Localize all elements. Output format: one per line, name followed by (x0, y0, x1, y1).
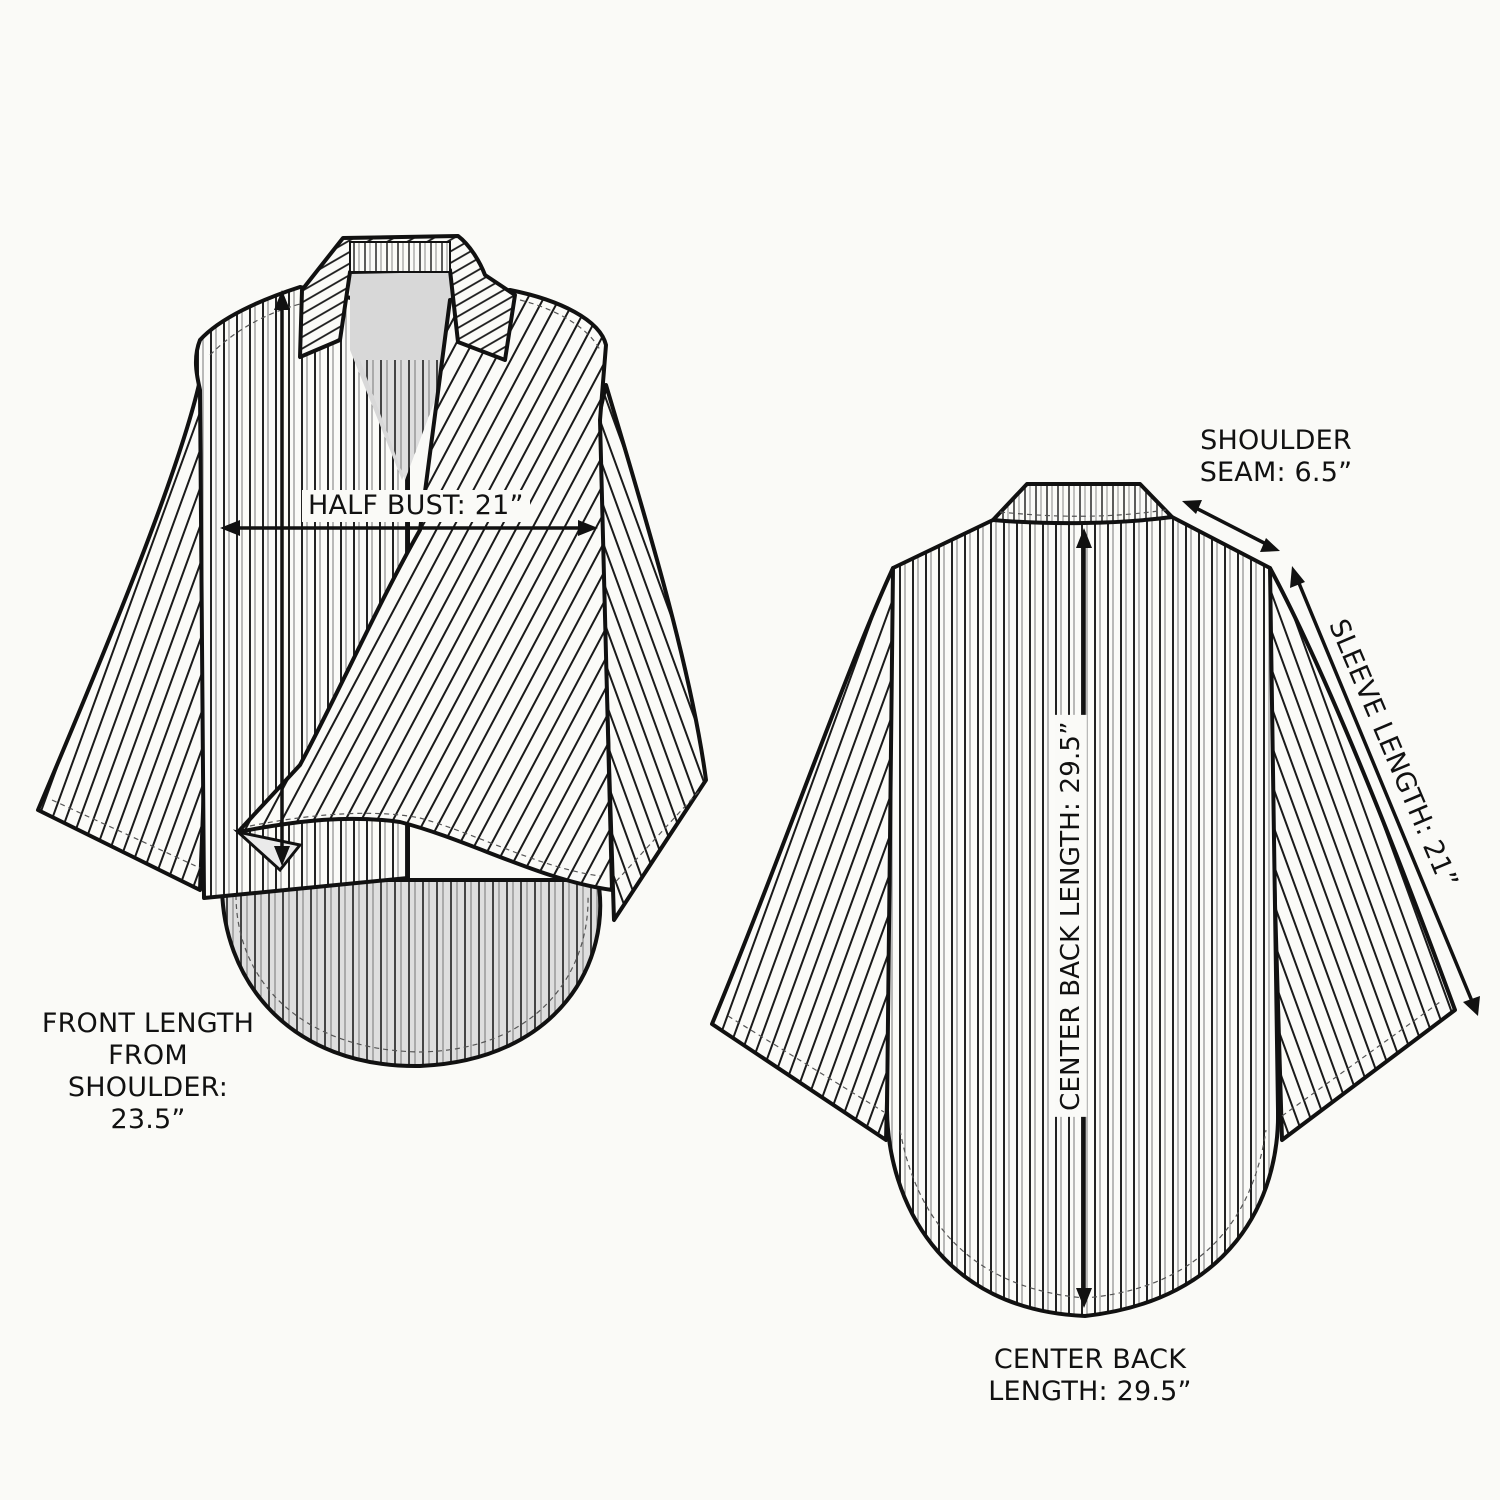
shoulder-seam-line-1: SHOULDER (1200, 425, 1352, 456)
front-left-sleeve (36, 378, 220, 892)
front-length-line-3: SHOULDER: (67, 1072, 229, 1103)
back-right-sleeve (1264, 566, 1457, 1142)
center-back-length-vertical-label: CENTER BACK LENGTH: 29.5” (1054, 715, 1087, 1117)
front-length-line-4: 23.5” (110, 1104, 186, 1135)
front-length-line-1: FRONT LENGTH (41, 1008, 255, 1039)
half-bust-label: HALF BUST: 21” (302, 490, 530, 522)
shoulder-seam-label: SHOULDER SEAM: 6.5” (1176, 425, 1376, 489)
back-left-sleeve (710, 566, 902, 1142)
front-back-hem-panel (219, 878, 603, 1069)
front-view (36, 234, 708, 1069)
center-back-line-1: CENTER BACK (993, 1344, 1187, 1375)
back-view (710, 482, 1480, 1318)
front-right-sleeve (596, 383, 708, 922)
half-bust-dimension (220, 520, 598, 536)
shoulder-seam-dimension (1182, 500, 1280, 552)
front-wrap-panel (236, 288, 614, 892)
center-back-length-label: CENTER BACK LENGTH: 29.5” (980, 1344, 1200, 1408)
front-length-line-2: FROM (108, 1040, 188, 1071)
front-length-dimension (274, 290, 290, 866)
front-fold-flap (232, 829, 303, 873)
center-back-line-2: LENGTH: 29.5” (988, 1376, 1192, 1407)
shoulder-seam-line-2: SEAM: 6.5” (1199, 457, 1353, 488)
back-collar (991, 482, 1174, 526)
front-length-label: FRONT LENGTH FROM SHOULDER: 23.5” (30, 1008, 266, 1136)
sleeve-length-dimension (1290, 566, 1480, 1016)
